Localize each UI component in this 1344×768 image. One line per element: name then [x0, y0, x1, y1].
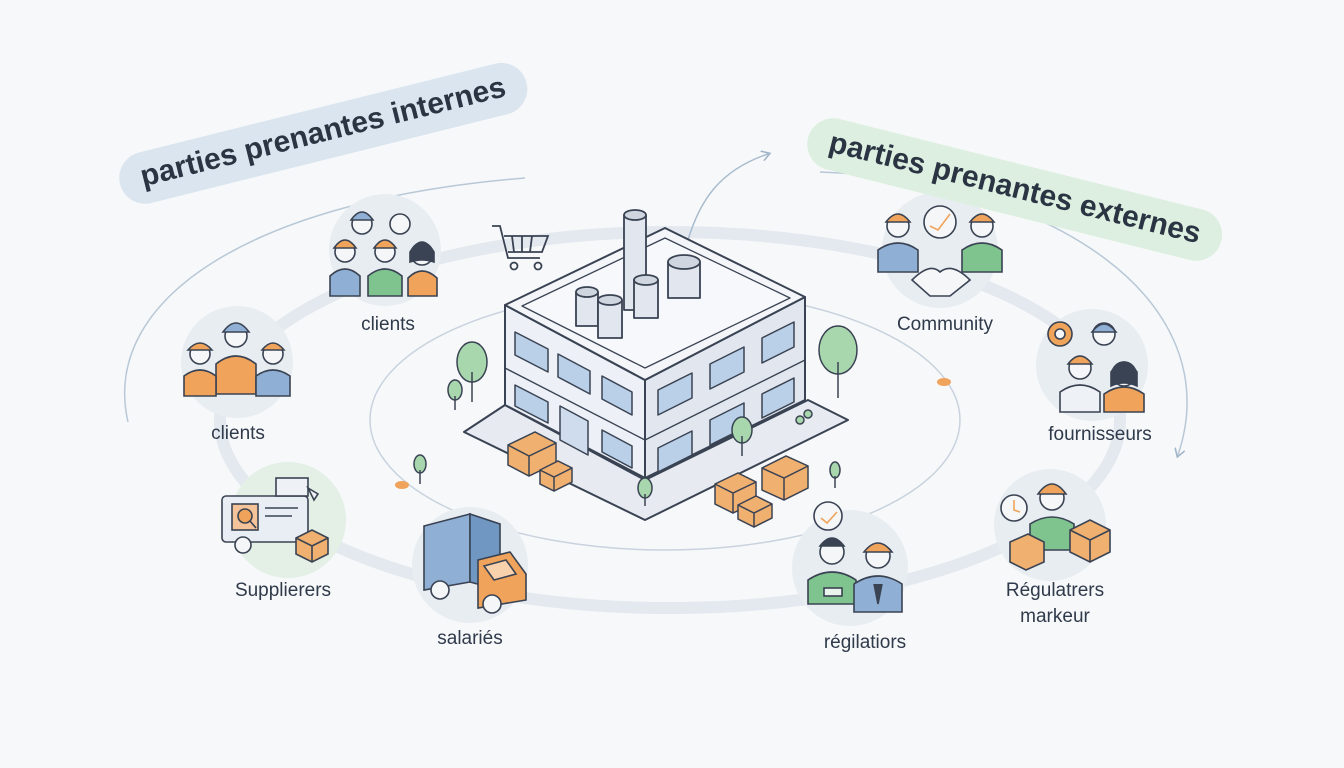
suppliers-people-icon [1047, 321, 1145, 413]
workers-icon [183, 322, 291, 397]
ring-marker [937, 378, 951, 386]
tree-icon [447, 341, 488, 410]
shopping-cart-icon [492, 225, 550, 271]
node-label-regulatrers: Régulatrers [1005, 580, 1105, 601]
top-arc-arrow [687, 154, 768, 241]
inspector-icon [1000, 483, 1111, 571]
node-label-community: Community [896, 314, 994, 335]
node-label-markeur: markeur [1020, 606, 1090, 627]
truck-icon [423, 512, 527, 614]
officials-icon [807, 501, 903, 613]
node-label-clients-left: clients [211, 423, 265, 444]
tree-icon [731, 409, 813, 456]
node-label-fournisseurs: fournisseurs [1048, 424, 1152, 445]
factory-windows-right [657, 321, 795, 473]
factory-windows-left [514, 331, 633, 469]
factory-floor-line [504, 359, 806, 441]
people-group-icon [329, 211, 438, 297]
node-label-clients-top: clients [361, 314, 415, 335]
factory-chimneys [575, 209, 701, 339]
delivery-van-icon [221, 477, 329, 563]
node-label-salaries: salariés [437, 628, 503, 649]
internal-arc-arrow [123, 177, 526, 423]
box-icon [714, 455, 809, 528]
node-label-suppliers: Supplierers [234, 580, 332, 601]
box-icon [507, 431, 573, 492]
handshake-people-icon [877, 205, 1003, 297]
tree-icon [818, 325, 858, 398]
ring-marker [395, 481, 409, 489]
tree-icon [413, 454, 841, 506]
node-label-regilatiors: régilatiors [823, 632, 907, 653]
